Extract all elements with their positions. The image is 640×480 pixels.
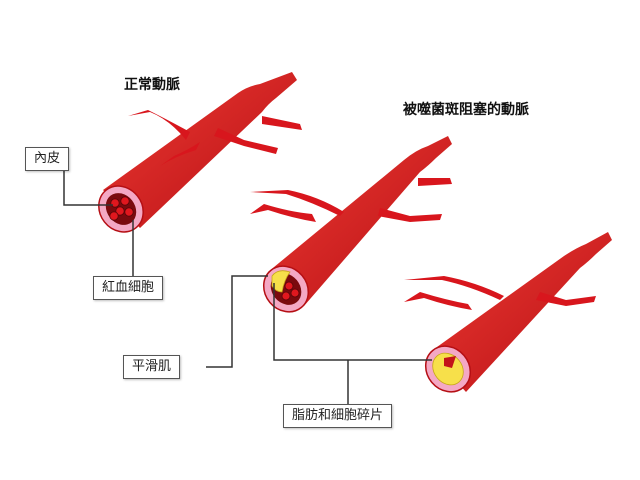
red-blood-cell	[120, 196, 130, 206]
normal-artery-branch-upper	[128, 110, 190, 140]
leader-lines	[63, 170, 432, 404]
partially-blocked-artery	[250, 136, 452, 313]
red-blood-cells-label: 紅血細胞	[93, 276, 164, 300]
red-blood-cell	[281, 291, 291, 301]
red-blood-cell	[115, 206, 125, 216]
blocked-artery-branch-mid	[404, 292, 472, 310]
blocked-artery-branch-right	[536, 292, 596, 306]
leader-endothelium	[63, 170, 113, 206]
red-blood-cell	[110, 198, 120, 208]
normal-artery-body	[103, 72, 297, 228]
red-blood-cell	[284, 281, 294, 291]
normal-artery-title: 正常動脈	[124, 77, 180, 93]
blocked-artery-body	[430, 232, 612, 392]
blocked-artery-lumen	[432, 352, 464, 386]
red-blood-cell	[109, 211, 119, 221]
partial-artery-branch-right	[378, 208, 442, 222]
plaque-deposit	[271, 270, 291, 293]
fully-blocked-artery	[404, 232, 612, 393]
blocked-artery-title: 被噬菌斑阻塞的動脈	[403, 102, 529, 118]
remaining-channel	[444, 356, 456, 368]
partial-artery-branch-upper	[250, 190, 344, 216]
normal-artery-branch-tail	[262, 116, 302, 130]
partial-artery-branch-tail	[418, 178, 452, 186]
partial-artery-branch-mid	[250, 204, 316, 222]
leader-smooth-muscle	[206, 275, 268, 368]
leader-fat-debris	[273, 283, 432, 361]
normal-artery	[98, 72, 302, 233]
partial-artery-body	[268, 136, 452, 306]
smooth-muscle-label: 平滑肌	[123, 355, 181, 379]
red-blood-cells-partial	[281, 281, 300, 301]
endothelium-label: 內皮	[25, 147, 70, 171]
fat-and-debris-label: 脂肪和細胞碎片	[283, 404, 393, 428]
red-blood-cell	[124, 207, 134, 217]
blocked-artery-branch-upper	[404, 276, 504, 300]
red-blood-cell	[290, 288, 300, 298]
normal-artery-branch-right	[214, 128, 278, 154]
normal-artery-branch-lower	[160, 142, 200, 166]
